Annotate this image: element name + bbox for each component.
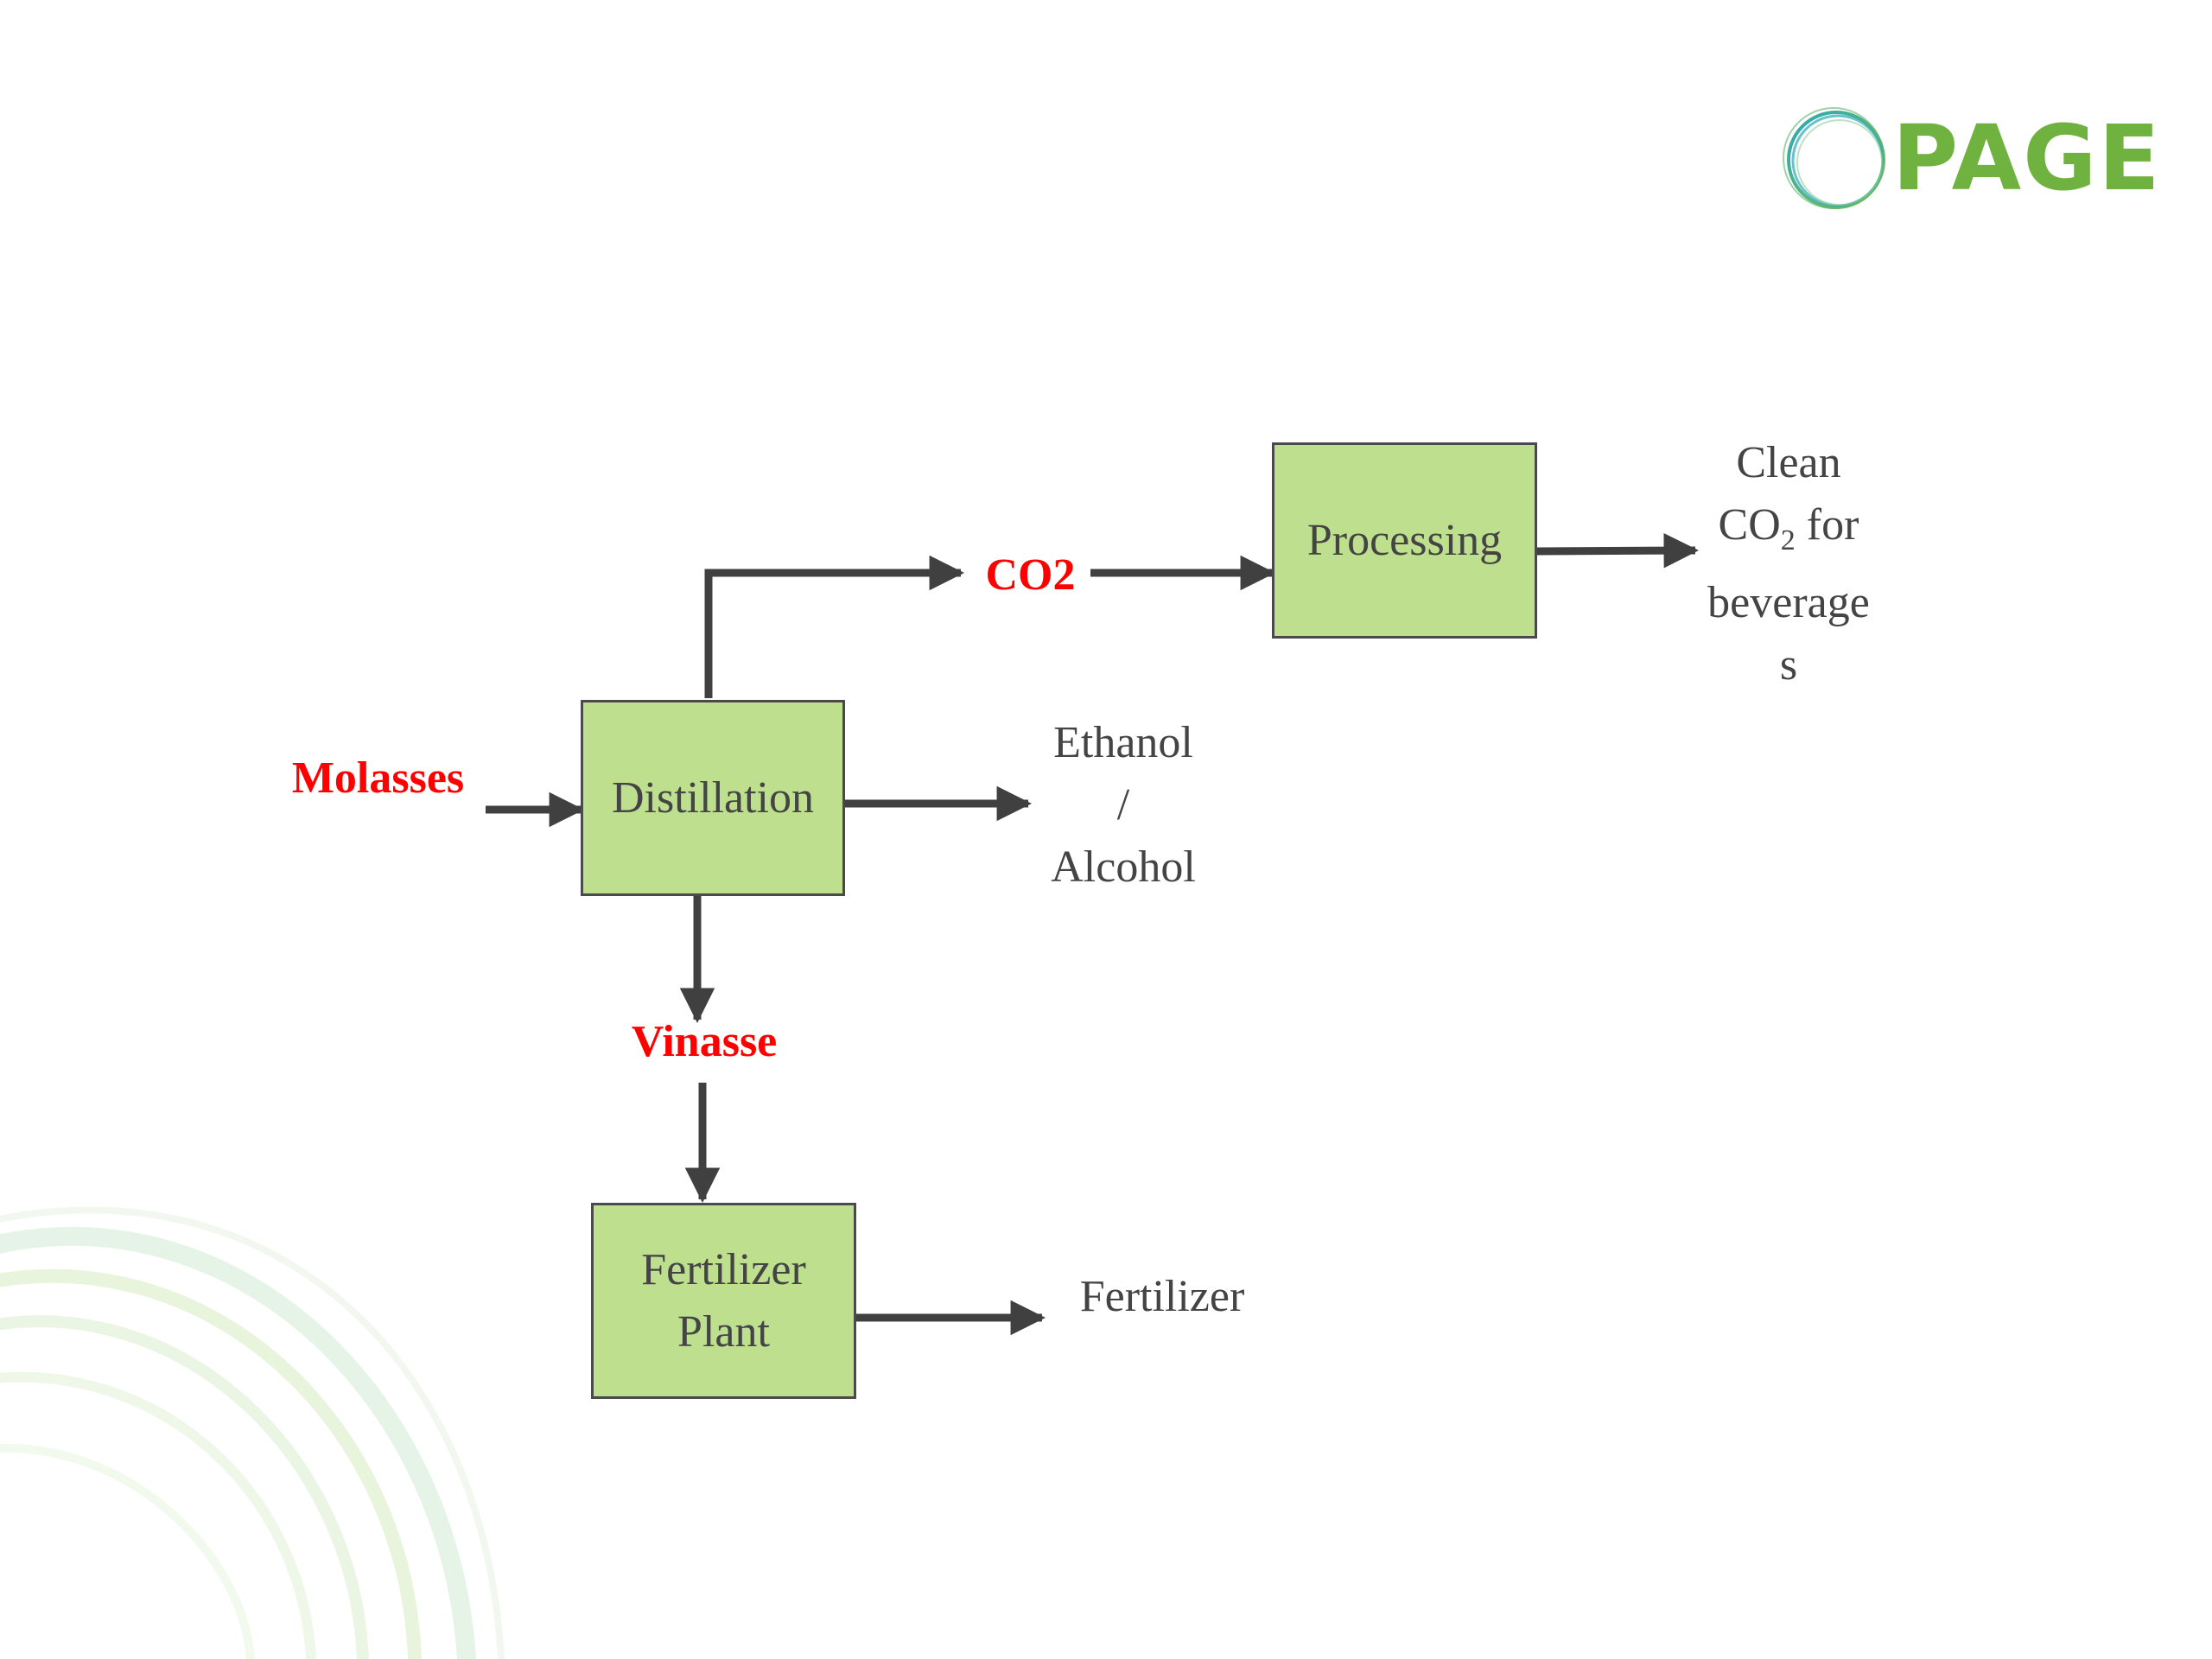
arrow-processing-to-clean-co2 bbox=[1535, 532, 1700, 569]
background-swirl bbox=[0, 1206, 505, 1659]
output-for-text: for bbox=[1795, 500, 1859, 550]
output-ethanol-line1: Ethanol bbox=[1053, 718, 1193, 767]
process-fertilizer-plant-line2: Plant bbox=[677, 1306, 770, 1357]
output-fertilizer: Fertilizer bbox=[1079, 1272, 1245, 1321]
output-ethanol-line3: Alcohol bbox=[1051, 842, 1196, 892]
process-distillation-label: Distillation bbox=[612, 772, 814, 823]
logo-ring-icon bbox=[1783, 107, 1885, 209]
logo-text: PAGE bbox=[1892, 105, 2162, 211]
output-clean-co2-line3: beverages bbox=[1707, 578, 1870, 690]
output-ethanol-alcohol: Ethanol / Alcohol bbox=[1020, 712, 1227, 899]
output-clean-co2: Clean CO2 for beverages bbox=[1689, 432, 1888, 696]
input-molasses: Molasses bbox=[291, 753, 465, 803]
input-vinasse: Vinasse bbox=[631, 1017, 778, 1066]
output-clean-co2-line1: Clean bbox=[1736, 438, 1841, 487]
process-fertilizer-plant: Fertilizer Plant bbox=[591, 1203, 856, 1399]
process-processing-label: Processing bbox=[1306, 515, 1503, 565]
arrow-distillation-to-co2 bbox=[704, 555, 965, 698]
process-distillation: Distillation bbox=[581, 700, 845, 896]
output-clean-co2-line2: CO2 for bbox=[1689, 494, 1888, 572]
process-processing: Processing bbox=[1272, 442, 1537, 639]
input-co2: CO2 bbox=[985, 550, 1076, 600]
process-fertilizer-plant-line1: Fertilizer bbox=[641, 1244, 806, 1294]
output-ethanol-line2: / bbox=[1116, 780, 1130, 830]
output-co-text: CO bbox=[1718, 500, 1781, 550]
output-co2-subscript: 2 bbox=[1780, 524, 1796, 556]
